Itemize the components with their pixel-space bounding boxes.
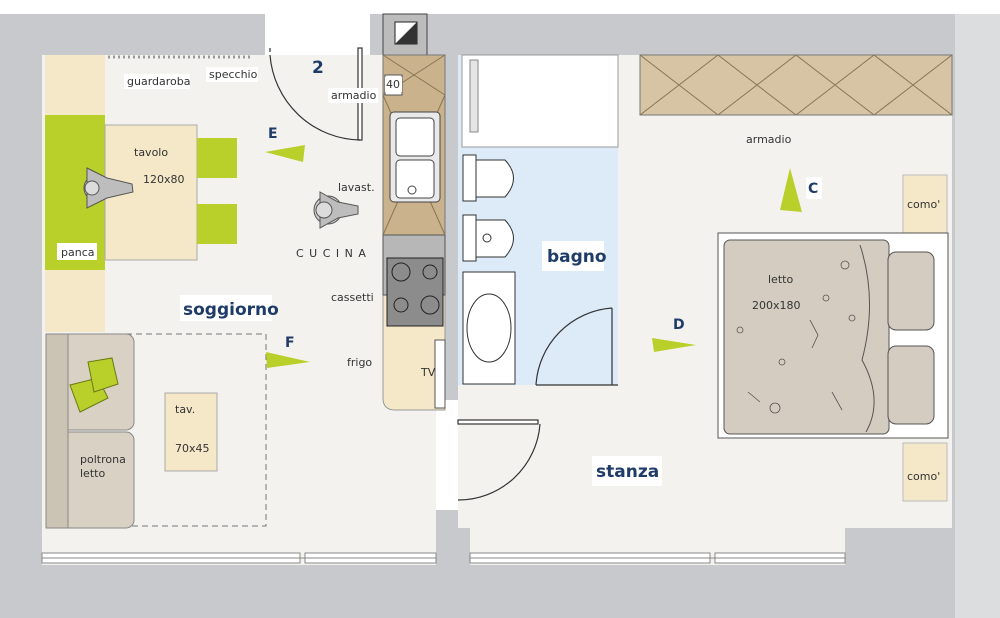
- label-como-bottom: como': [907, 470, 940, 483]
- viewpoint-d: D: [673, 317, 685, 333]
- label-tav: tav.: [175, 403, 195, 416]
- label-poltrona: poltrona: [80, 453, 126, 466]
- bidet-icon: [462, 214, 514, 262]
- windows: [41, 552, 846, 564]
- label-como-top: como': [907, 198, 940, 211]
- sofa-bed-outline: [45, 333, 267, 527]
- label-armadio-entry: armadio: [331, 89, 377, 102]
- bathroom-door: [535, 307, 618, 386]
- coffee-table: [164, 392, 218, 472]
- label-cucina: C U C I N A: [296, 247, 367, 260]
- label-panca: panca: [61, 246, 94, 259]
- pillow-icon: [69, 357, 119, 413]
- label-tav-size: 70x45: [175, 442, 210, 455]
- bathroom-fixtures: [461, 54, 619, 148]
- label-soggiorno: soggiorno: [183, 300, 279, 320]
- como-top: [902, 174, 948, 234]
- sink-icon: [389, 111, 441, 203]
- label-door-number: 2: [312, 58, 324, 78]
- label-bagno: bagno: [547, 247, 607, 267]
- label-tavolo: tavolo: [134, 146, 168, 159]
- wardrobe-bedroom: [639, 54, 953, 116]
- cooktop-icon: [386, 257, 444, 327]
- tv-cabinet: [434, 339, 446, 409]
- label-tv: TV: [420, 366, 436, 379]
- label-frigo: frigo: [347, 356, 372, 369]
- viewpoint-letters: E C F D: [268, 126, 822, 351]
- label-guardaroba: guardaroba: [127, 75, 190, 88]
- room-labels: guardaroba specchio 2 armadio 40 tavolo …: [57, 58, 940, 486]
- label-40: 40: [386, 78, 400, 91]
- toilet-icon: [462, 154, 514, 202]
- como-bottom: [902, 442, 948, 502]
- person-seated-icon: [83, 167, 134, 209]
- label-letto-size: 200x180: [752, 299, 801, 312]
- viewpoint-f: F: [285, 335, 295, 351]
- label-tavolo-size: 120x80: [143, 173, 185, 186]
- label-stanza: stanza: [596, 462, 659, 482]
- label-specchio: specchio: [209, 68, 258, 81]
- viewpoint-c: C: [808, 181, 818, 197]
- viewpoint-e: E: [268, 126, 278, 142]
- label-letto: letto: [768, 273, 793, 286]
- chairs: [197, 138, 237, 244]
- flue-icon: [382, 13, 428, 57]
- bed: [717, 232, 949, 439]
- label-armadio-room: armadio: [746, 133, 792, 146]
- bedroom-door: [457, 419, 541, 501]
- shower-icon: [462, 271, 516, 385]
- label-letto-sofa: letto: [80, 467, 105, 480]
- label-cassetti: cassetti: [331, 291, 374, 304]
- label-lavast: lavast.: [338, 181, 375, 194]
- viewpoint-markers: [265, 145, 802, 368]
- person-standing-icon: [313, 191, 359, 229]
